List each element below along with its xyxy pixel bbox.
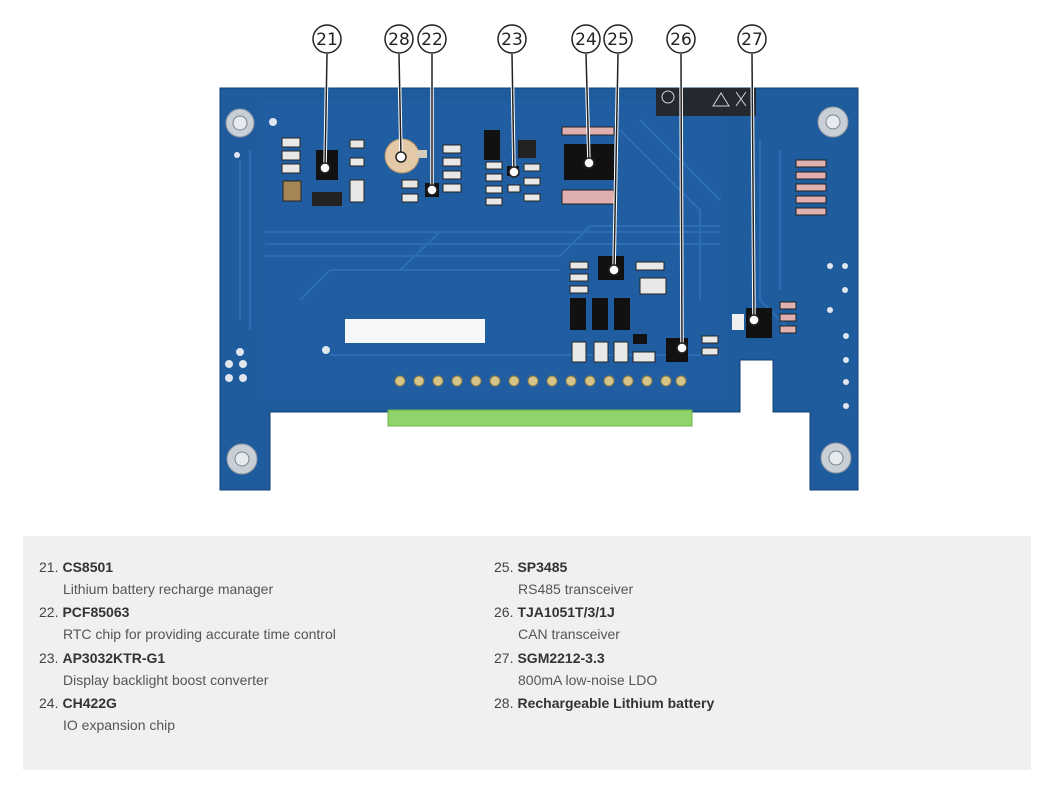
legend-number: 26. [494,604,514,621]
legend-description: RTC chip for providing accurate time con… [63,626,336,643]
callout-badge-24 [571,24,601,54]
callout-badge-28 [384,24,414,54]
callout-number-22: 22 [421,30,443,50]
legend-panel: 21.CS8501 Lithium battery recharge manag… [23,536,1031,770]
header-pins [394,375,687,387]
callout-point-22 [426,184,438,196]
legend-number: 24. [39,695,59,712]
vias [225,118,849,409]
pcb-illustration: 21 28 22 23 24 25 26 27 [219,24,859,491]
callout-badge-21 [312,24,342,54]
callout-point-28 [395,151,407,163]
legend-number: 22. [39,604,59,621]
legend-part-name: TJA1051T/3/1J [517,604,615,621]
callout-leader-21 [324,53,328,169]
legend-item: 22.PCF85063 RTC chip for providing accur… [39,601,336,646]
callout-point-27 [748,314,760,326]
mounting-hole-top-left [225,108,255,138]
component-sgm2212-area [732,301,797,338]
callout-leader-23 [511,53,515,173]
legend-part-name: SP3485 [517,559,568,575]
callout-point-23 [508,166,520,178]
component-sp3485-area [569,256,667,363]
green-connector [387,409,693,427]
callout-leader-26 [680,53,683,349]
legend-column-right: 25.SP3485 RS485 transceiver 26.TJA1051T/… [494,556,714,738]
callout-point-21 [319,162,331,174]
callout-number-23: 23 [501,30,523,50]
legend-part-name: CH422G [62,695,117,712]
legend-description: Display backlight boost converter [63,671,269,688]
legend-description: RS485 transceiver [518,581,634,597]
callout-number-28: 28 [388,30,410,50]
legend-number: 23. [39,649,59,666]
legend-item: 26.TJA1051T/3/1J CAN transceiver [494,601,714,646]
pcb-board [219,87,859,491]
callout-point-25 [608,264,620,276]
callout-badge-23 [497,24,527,54]
legend-part-name: PCF85063 [62,604,130,621]
mounting-hole-bottom-left [226,443,258,475]
mounting-hole-bottom-right [820,442,852,474]
callout-badge-27 [737,24,767,54]
callout-number-25: 25 [607,30,629,50]
legend-item: 25.SP3485 RS485 transceiver [494,556,714,601]
legend-part-name: SGM2212-3.3 [517,649,605,666]
legend-number: 21. [39,559,59,575]
callout-leader-27 [751,53,755,321]
callout-leader-25 [613,53,619,271]
legend-item: 23.AP3032KTR-G1 Display backlight boost … [39,647,336,692]
legend-part-name: CS8501 [62,559,114,575]
legend-item: 24.CH422G IO expansion chip [39,692,336,737]
legend-item: 27.SGM2212-3.3 800mA low-noise LDO [494,647,714,692]
resistor-array-right [795,159,827,216]
callout-leader-28 [398,53,402,158]
callout-badge-26 [666,24,696,54]
board-diagram: 21 28 22 23 24 25 26 27 [219,24,859,491]
legend-item: 28.Rechargeable Lithium battery [494,692,714,737]
callout-badge-25 [603,24,633,54]
legend-item: 21.CS8501 Lithium battery recharge manag… [39,556,336,601]
callout-badges: 21 28 22 23 24 25 26 27 [312,24,767,54]
legend-column-left: 21.CS8501 Lithium battery recharge manag… [39,556,336,738]
callout-number-21: 21 [316,30,338,50]
callout-number-24: 24 [575,30,597,50]
legend-description: 800mA low-noise LDO [518,671,658,688]
legend-description: CAN transceiver [518,626,620,643]
silkscreen-label-area [345,319,485,343]
legend-part-name: AP3032KTR-G1 [62,649,166,666]
callout-point-26 [676,342,688,354]
callout-lines [323,53,756,349]
callout-markers [319,151,760,354]
legend-description: IO expansion chip [63,717,176,734]
legend-number: 27. [494,649,514,666]
callout-leader-24 [585,53,590,164]
mounting-hole-top-right [817,106,849,138]
callout-point-24 [583,157,595,169]
legend-number: 25. [494,559,514,575]
callout-number-27: 27 [741,30,763,50]
legend-description: Lithium battery recharge manager [63,581,274,597]
legend-number: 28. [494,695,514,712]
callout-badge-22 [417,24,447,54]
callout-number-26: 26 [670,30,692,50]
legend-part-name: Rechargeable Lithium battery [517,695,715,712]
